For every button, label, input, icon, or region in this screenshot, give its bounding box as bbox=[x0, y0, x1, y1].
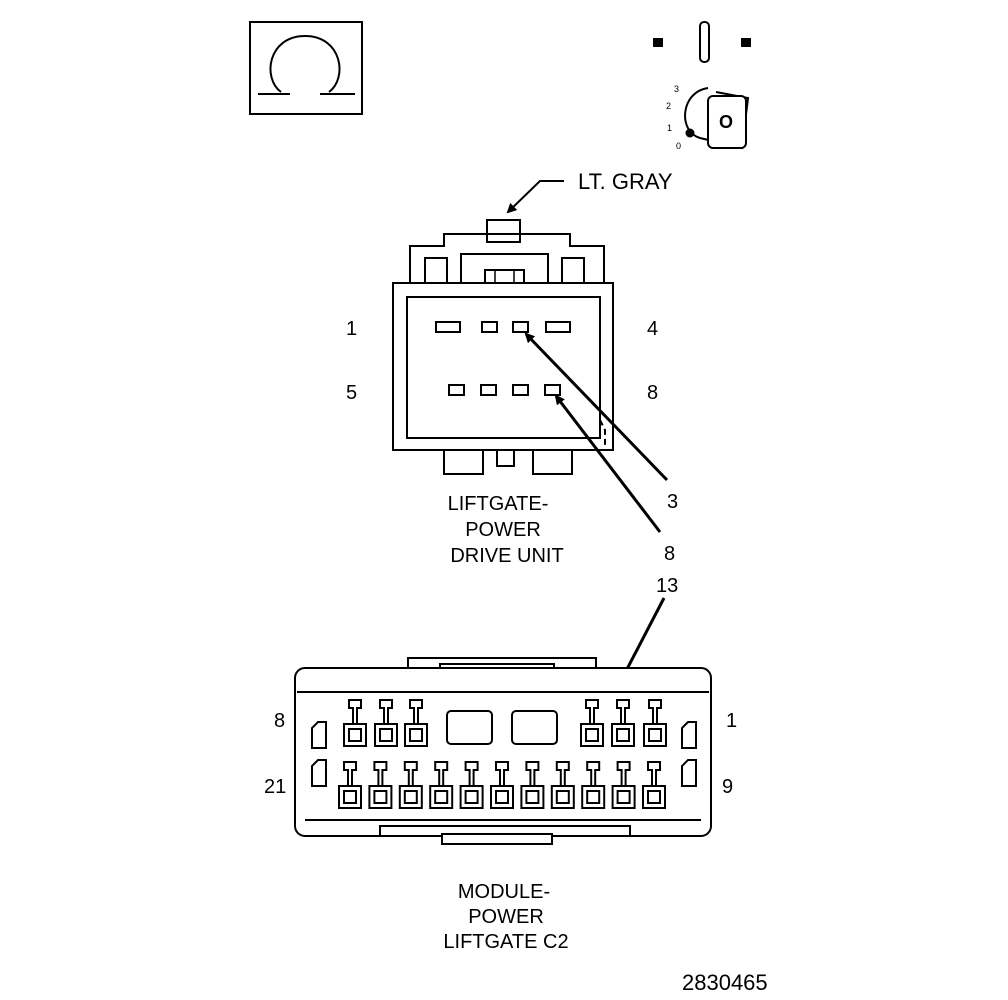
bottom-row-cavity-8 bbox=[550, 761, 575, 809]
terminal-8 bbox=[544, 384, 561, 396]
bottom-row-cavity-9 bbox=[581, 761, 606, 809]
top-row-cavity-3 bbox=[404, 699, 428, 747]
pin-label-8: 8 bbox=[647, 382, 658, 404]
pin-label-9-c2: 9 bbox=[722, 776, 733, 798]
drive-unit-connector bbox=[392, 219, 614, 475]
bottom-row-cavity-2 bbox=[368, 761, 393, 809]
callout-pin-13: 13 bbox=[656, 575, 678, 597]
key-cavity-left bbox=[446, 710, 493, 745]
terminal-1 bbox=[435, 321, 461, 333]
pin-label-8-c2: 8 bbox=[274, 710, 285, 732]
connector-1-name-line1: LIFTGATE- bbox=[448, 493, 549, 515]
pin-label-1-c2: 1 bbox=[726, 710, 737, 732]
terminal-7 bbox=[512, 384, 529, 396]
terminal-6 bbox=[480, 384, 497, 396]
pin-label-1: 1 bbox=[346, 318, 357, 340]
bottom-row-cavity-11 bbox=[642, 761, 666, 809]
connector-2-name-line1: MODULE- bbox=[458, 881, 550, 903]
connector-2-name-line3: LIFTGATE C2 bbox=[443, 931, 568, 953]
key-position-2: 2 bbox=[666, 101, 671, 111]
liftgate-module-connector bbox=[294, 657, 712, 845]
bottom-row-cavity-4 bbox=[429, 761, 454, 809]
bottom-row-cavity-10 bbox=[611, 761, 636, 809]
omega-icon bbox=[249, 21, 363, 115]
connector-2-name-line2: POWER bbox=[468, 906, 544, 928]
connector-1-name-line2: POWER bbox=[465, 519, 541, 541]
terminal-cavities bbox=[338, 699, 667, 809]
key-letter: O bbox=[719, 112, 733, 132]
key-position-0: 0 bbox=[676, 141, 681, 151]
figure-id: 2830465 bbox=[682, 970, 768, 995]
bottom-row-cavity-3 bbox=[398, 761, 423, 809]
pin-label-5: 5 bbox=[346, 382, 357, 404]
bottom-row-cavity-1 bbox=[338, 761, 362, 809]
pin-label-4: 4 bbox=[647, 318, 658, 340]
pin-label-21-c2: 21 bbox=[264, 776, 286, 798]
top-row-cavity-6 bbox=[643, 699, 667, 747]
key-position-1: 1 bbox=[667, 123, 672, 133]
top-row-cavity-2 bbox=[374, 699, 398, 747]
key-position-3: 3 bbox=[674, 84, 679, 94]
bottom-row-cavity-5 bbox=[459, 761, 484, 809]
bottom-row-cavity-7 bbox=[520, 761, 545, 809]
top-row-cavity-4 bbox=[580, 699, 604, 747]
ignition-key-icon: O 3 2 1 0 bbox=[653, 21, 751, 151]
connector-color-label: LT. GRAY bbox=[578, 169, 673, 194]
terminal-5 bbox=[448, 384, 465, 396]
terminal-4 bbox=[545, 321, 571, 333]
top-row-cavity-1 bbox=[343, 699, 367, 747]
top-row-cavity-5 bbox=[611, 699, 635, 747]
connector-1-name-line3: DRIVE UNIT bbox=[450, 545, 563, 567]
callout-pin-8: 8 bbox=[664, 543, 675, 565]
terminal-3 bbox=[512, 321, 529, 333]
color-callout: LT. GRAY bbox=[506, 169, 673, 214]
callout-pin-3: 3 bbox=[667, 491, 678, 513]
bottom-row-cavity-6 bbox=[490, 761, 514, 809]
terminal-2 bbox=[481, 321, 498, 333]
key-cavity-right bbox=[511, 710, 558, 745]
